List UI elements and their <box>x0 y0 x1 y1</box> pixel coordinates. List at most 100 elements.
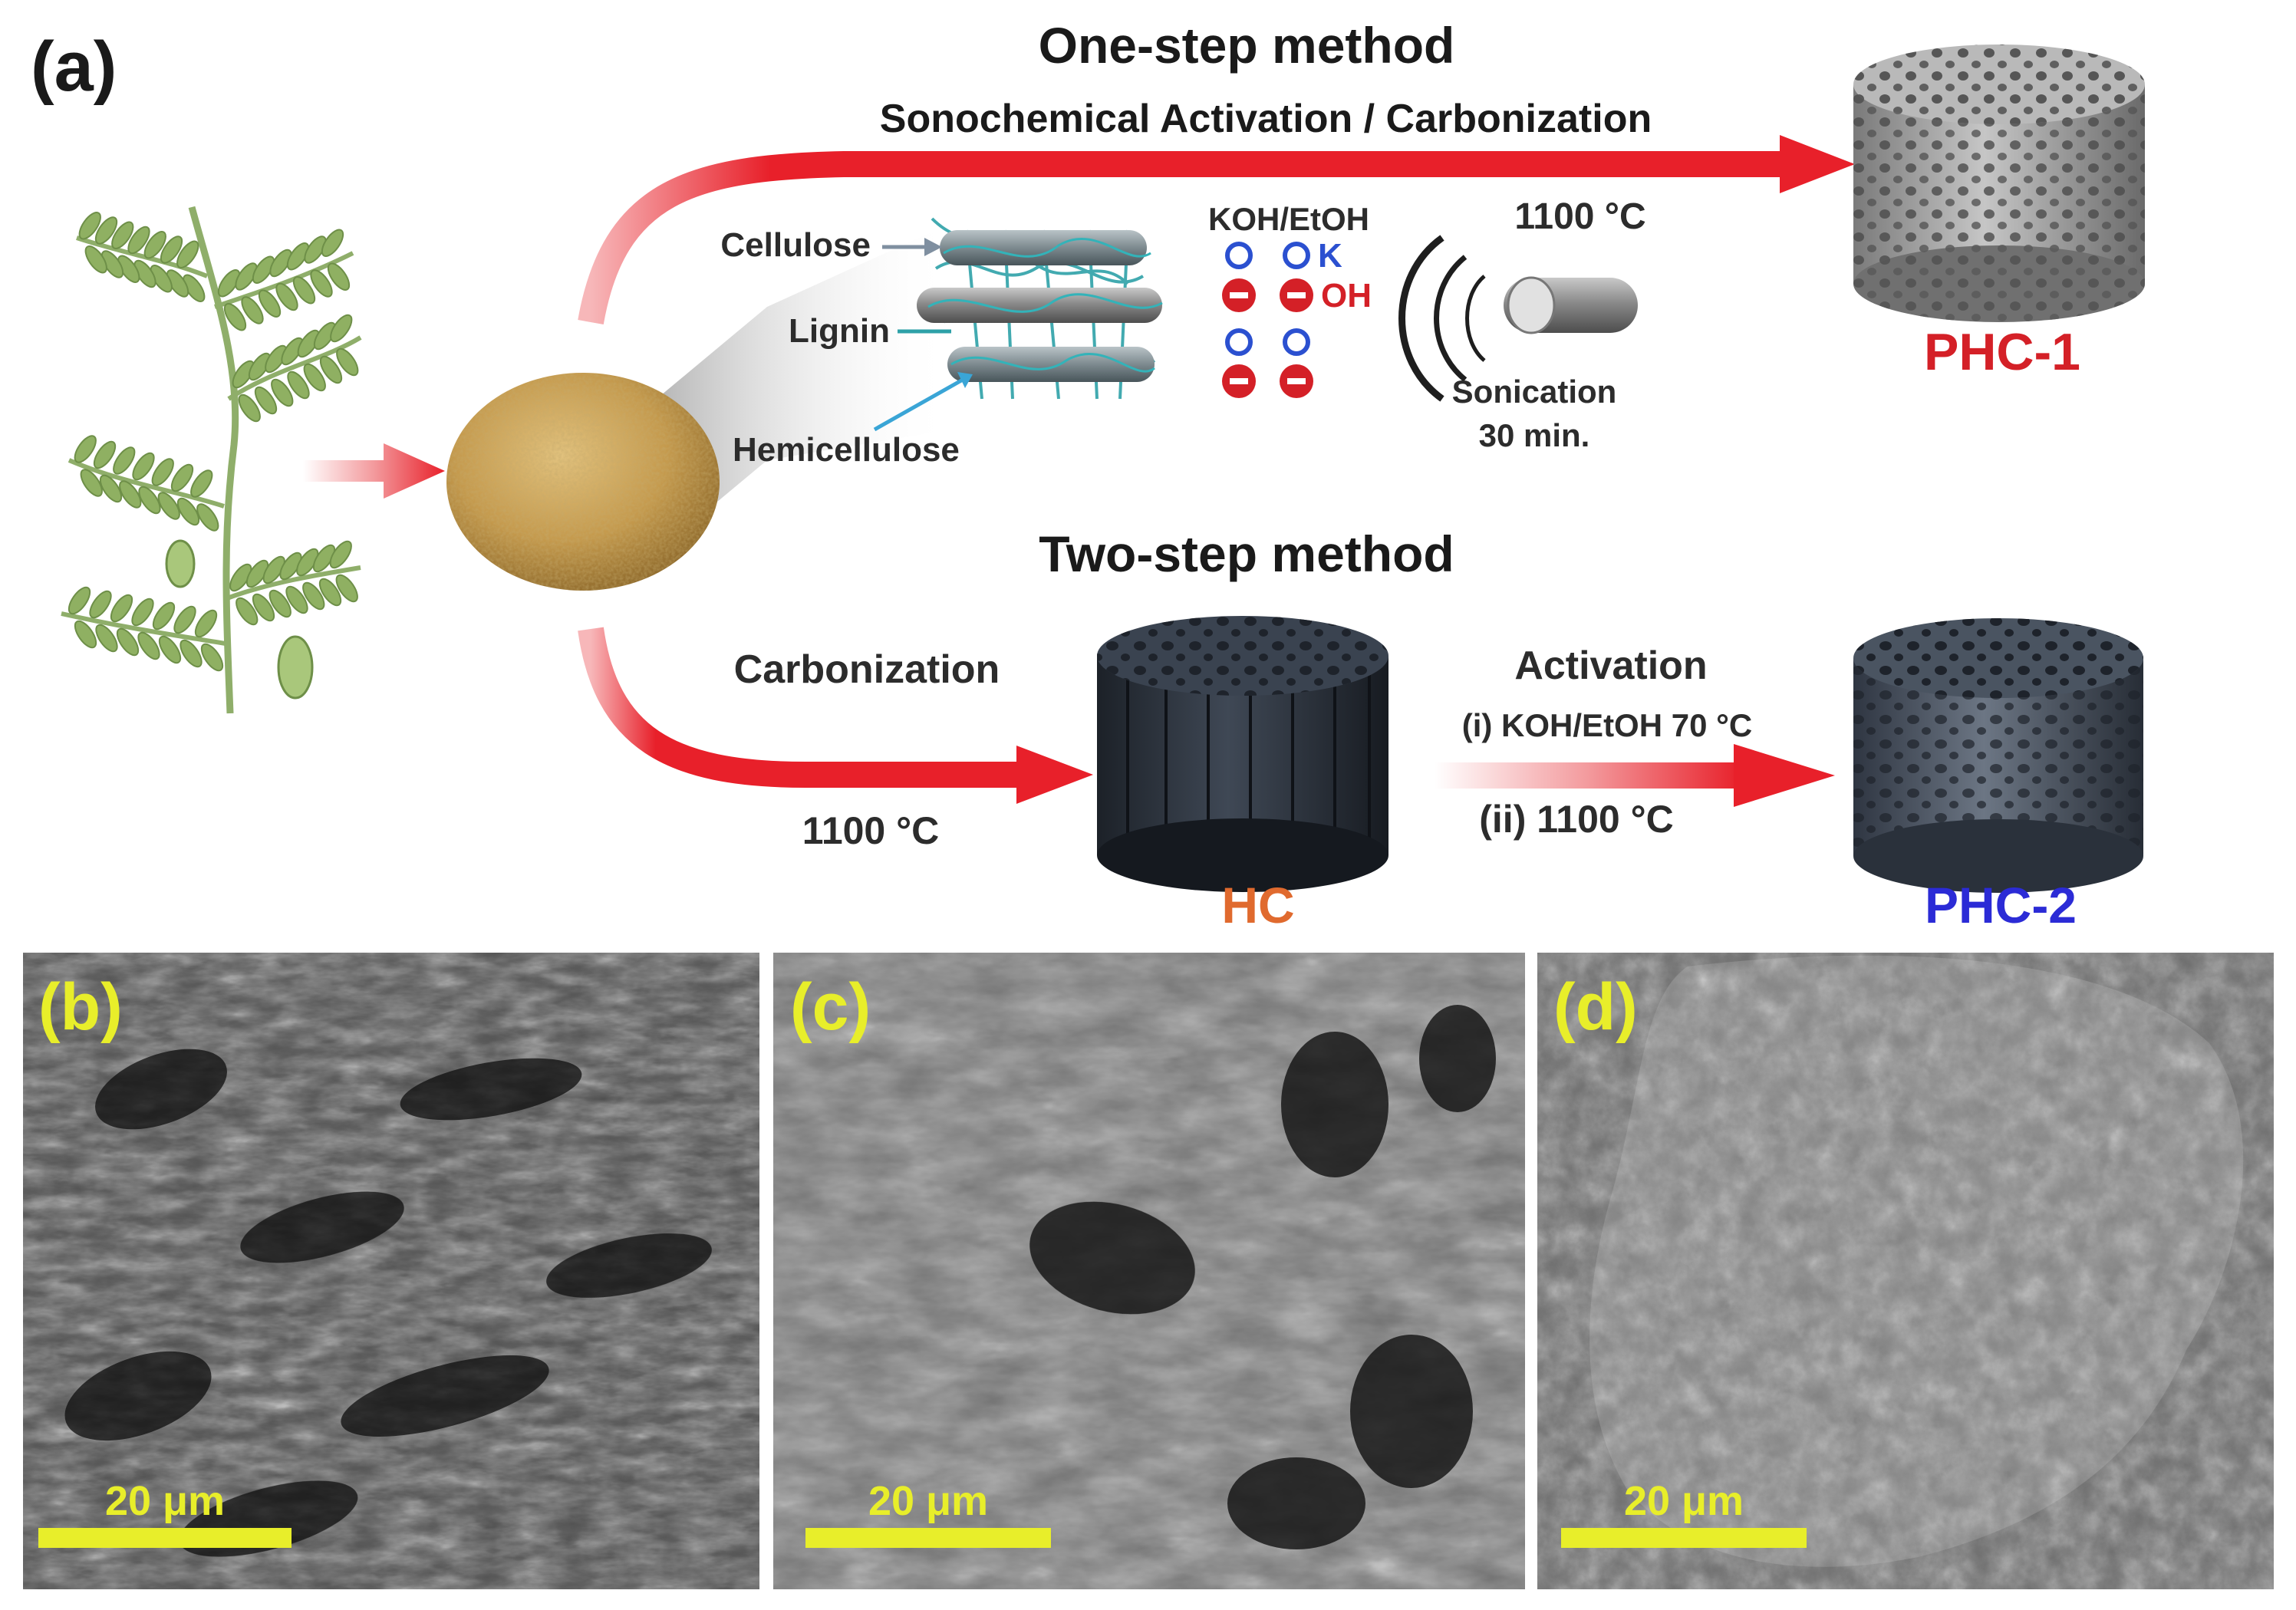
leaf <box>68 586 91 615</box>
leaf <box>302 581 325 611</box>
sem-d-scale-bar <box>1561 1528 1807 1548</box>
phc-2-label: PHC-2 <box>1925 877 2077 933</box>
activation-arrow-shaft <box>1435 762 1741 789</box>
leaf <box>329 540 352 569</box>
leaf <box>131 598 154 627</box>
leaf <box>287 370 310 400</box>
leaf <box>281 337 304 366</box>
leaf <box>235 262 258 291</box>
leaf <box>303 363 326 392</box>
leaf <box>180 639 203 668</box>
leaf <box>217 269 241 298</box>
leaf <box>138 486 161 515</box>
k-ion-label: K <box>1318 237 1342 275</box>
sem-c-scale-bar <box>805 1528 1051 1548</box>
leaf <box>158 635 182 664</box>
leaf <box>157 492 180 520</box>
lignocellulose-fibers <box>873 217 1163 432</box>
sem-panel-d: (d) 20 μm <box>1537 953 2274 1589</box>
sem-d-label: (d) <box>1553 970 1638 1044</box>
leaf <box>265 344 288 374</box>
sem-c-label: (c) <box>790 970 871 1044</box>
leaf <box>336 347 359 377</box>
two-step-title: Two-step method <box>1039 525 1454 582</box>
leaf <box>297 329 320 358</box>
leaf <box>127 226 150 255</box>
leaf <box>119 480 142 509</box>
hemicellulose-label: Hemicellulose <box>733 431 960 469</box>
leaf <box>190 469 213 498</box>
leaf <box>80 469 103 497</box>
arrow-to-powder <box>303 443 445 499</box>
phc-2-cylinder <box>1853 618 2143 893</box>
hc-label: HC <box>1221 877 1294 933</box>
carbonization-temperature: 1100 °C <box>802 809 939 852</box>
leaf <box>173 605 196 634</box>
leaf <box>194 609 218 638</box>
leaf <box>137 631 160 660</box>
activation-step-2: (ii) 1100 °C <box>1479 798 1673 841</box>
leaf <box>74 435 97 463</box>
leaf <box>113 446 136 475</box>
leaf <box>310 269 333 298</box>
leaf <box>271 378 294 407</box>
sonication-duration: 30 min. <box>1479 417 1590 453</box>
leaf <box>241 296 264 324</box>
sem-c-scale-label: 20 μm <box>868 1478 988 1524</box>
chickpea-plant-illustration <box>61 206 362 714</box>
sem-b-scale-bar <box>38 1528 292 1548</box>
one-step-arrow-head <box>1780 135 1855 193</box>
leaf <box>321 229 344 257</box>
leaf <box>292 276 316 305</box>
sem-d-scale-label: 20 μm <box>1624 1478 1744 1524</box>
leaf <box>111 221 134 249</box>
one-step-temperature: 1100 °C <box>1514 196 1645 237</box>
sonication-probe-icon <box>1504 276 1638 334</box>
activation-arrow-head <box>1734 744 1835 807</box>
leaf <box>160 235 183 264</box>
leaf <box>132 452 155 481</box>
leaf <box>95 624 118 653</box>
ion-symbols <box>1222 242 1313 398</box>
cellulose-label: Cellulose <box>720 226 871 264</box>
leaf <box>330 314 353 343</box>
carbonization-label: Carbonization <box>734 647 1000 692</box>
one-step-subtitle: Sonochemical Activation / Carbonization <box>880 97 1652 141</box>
leaf <box>110 594 133 623</box>
leaf <box>99 474 123 503</box>
leaf <box>223 303 247 331</box>
activation-label: Activation <box>1514 644 1707 688</box>
leaf <box>232 360 255 389</box>
leaf <box>248 352 272 381</box>
leaf <box>313 321 337 351</box>
leaf <box>93 440 117 469</box>
carbonization-arrow-shaft <box>578 627 1024 788</box>
leaf <box>275 282 298 311</box>
leaf <box>319 355 343 384</box>
zoom-cone <box>652 230 951 537</box>
leaf <box>254 386 278 415</box>
sem-b-label: (b) <box>38 970 123 1044</box>
leaf <box>269 249 292 278</box>
leaf <box>285 585 308 614</box>
leaf <box>74 620 97 649</box>
leaf <box>304 235 327 264</box>
one-step-title: One-step method <box>1039 17 1455 74</box>
leaf <box>176 497 200 526</box>
panel-a-label: (a) <box>31 28 117 106</box>
hc-cylinder <box>1097 616 1388 892</box>
leaf <box>258 289 282 318</box>
leaf <box>151 458 174 486</box>
leaf <box>94 216 118 245</box>
koh-etoh-label: KOH/EtOH <box>1208 201 1369 237</box>
leaf <box>268 589 292 618</box>
leaf <box>252 255 275 284</box>
activation-step-1: (i) KOH/EtOH 70 °C <box>1462 707 1753 743</box>
leaf <box>318 578 342 607</box>
leaf <box>89 590 112 619</box>
leaf <box>327 262 351 291</box>
carbonization-arrow-head <box>1016 746 1093 804</box>
leaf <box>286 242 310 271</box>
